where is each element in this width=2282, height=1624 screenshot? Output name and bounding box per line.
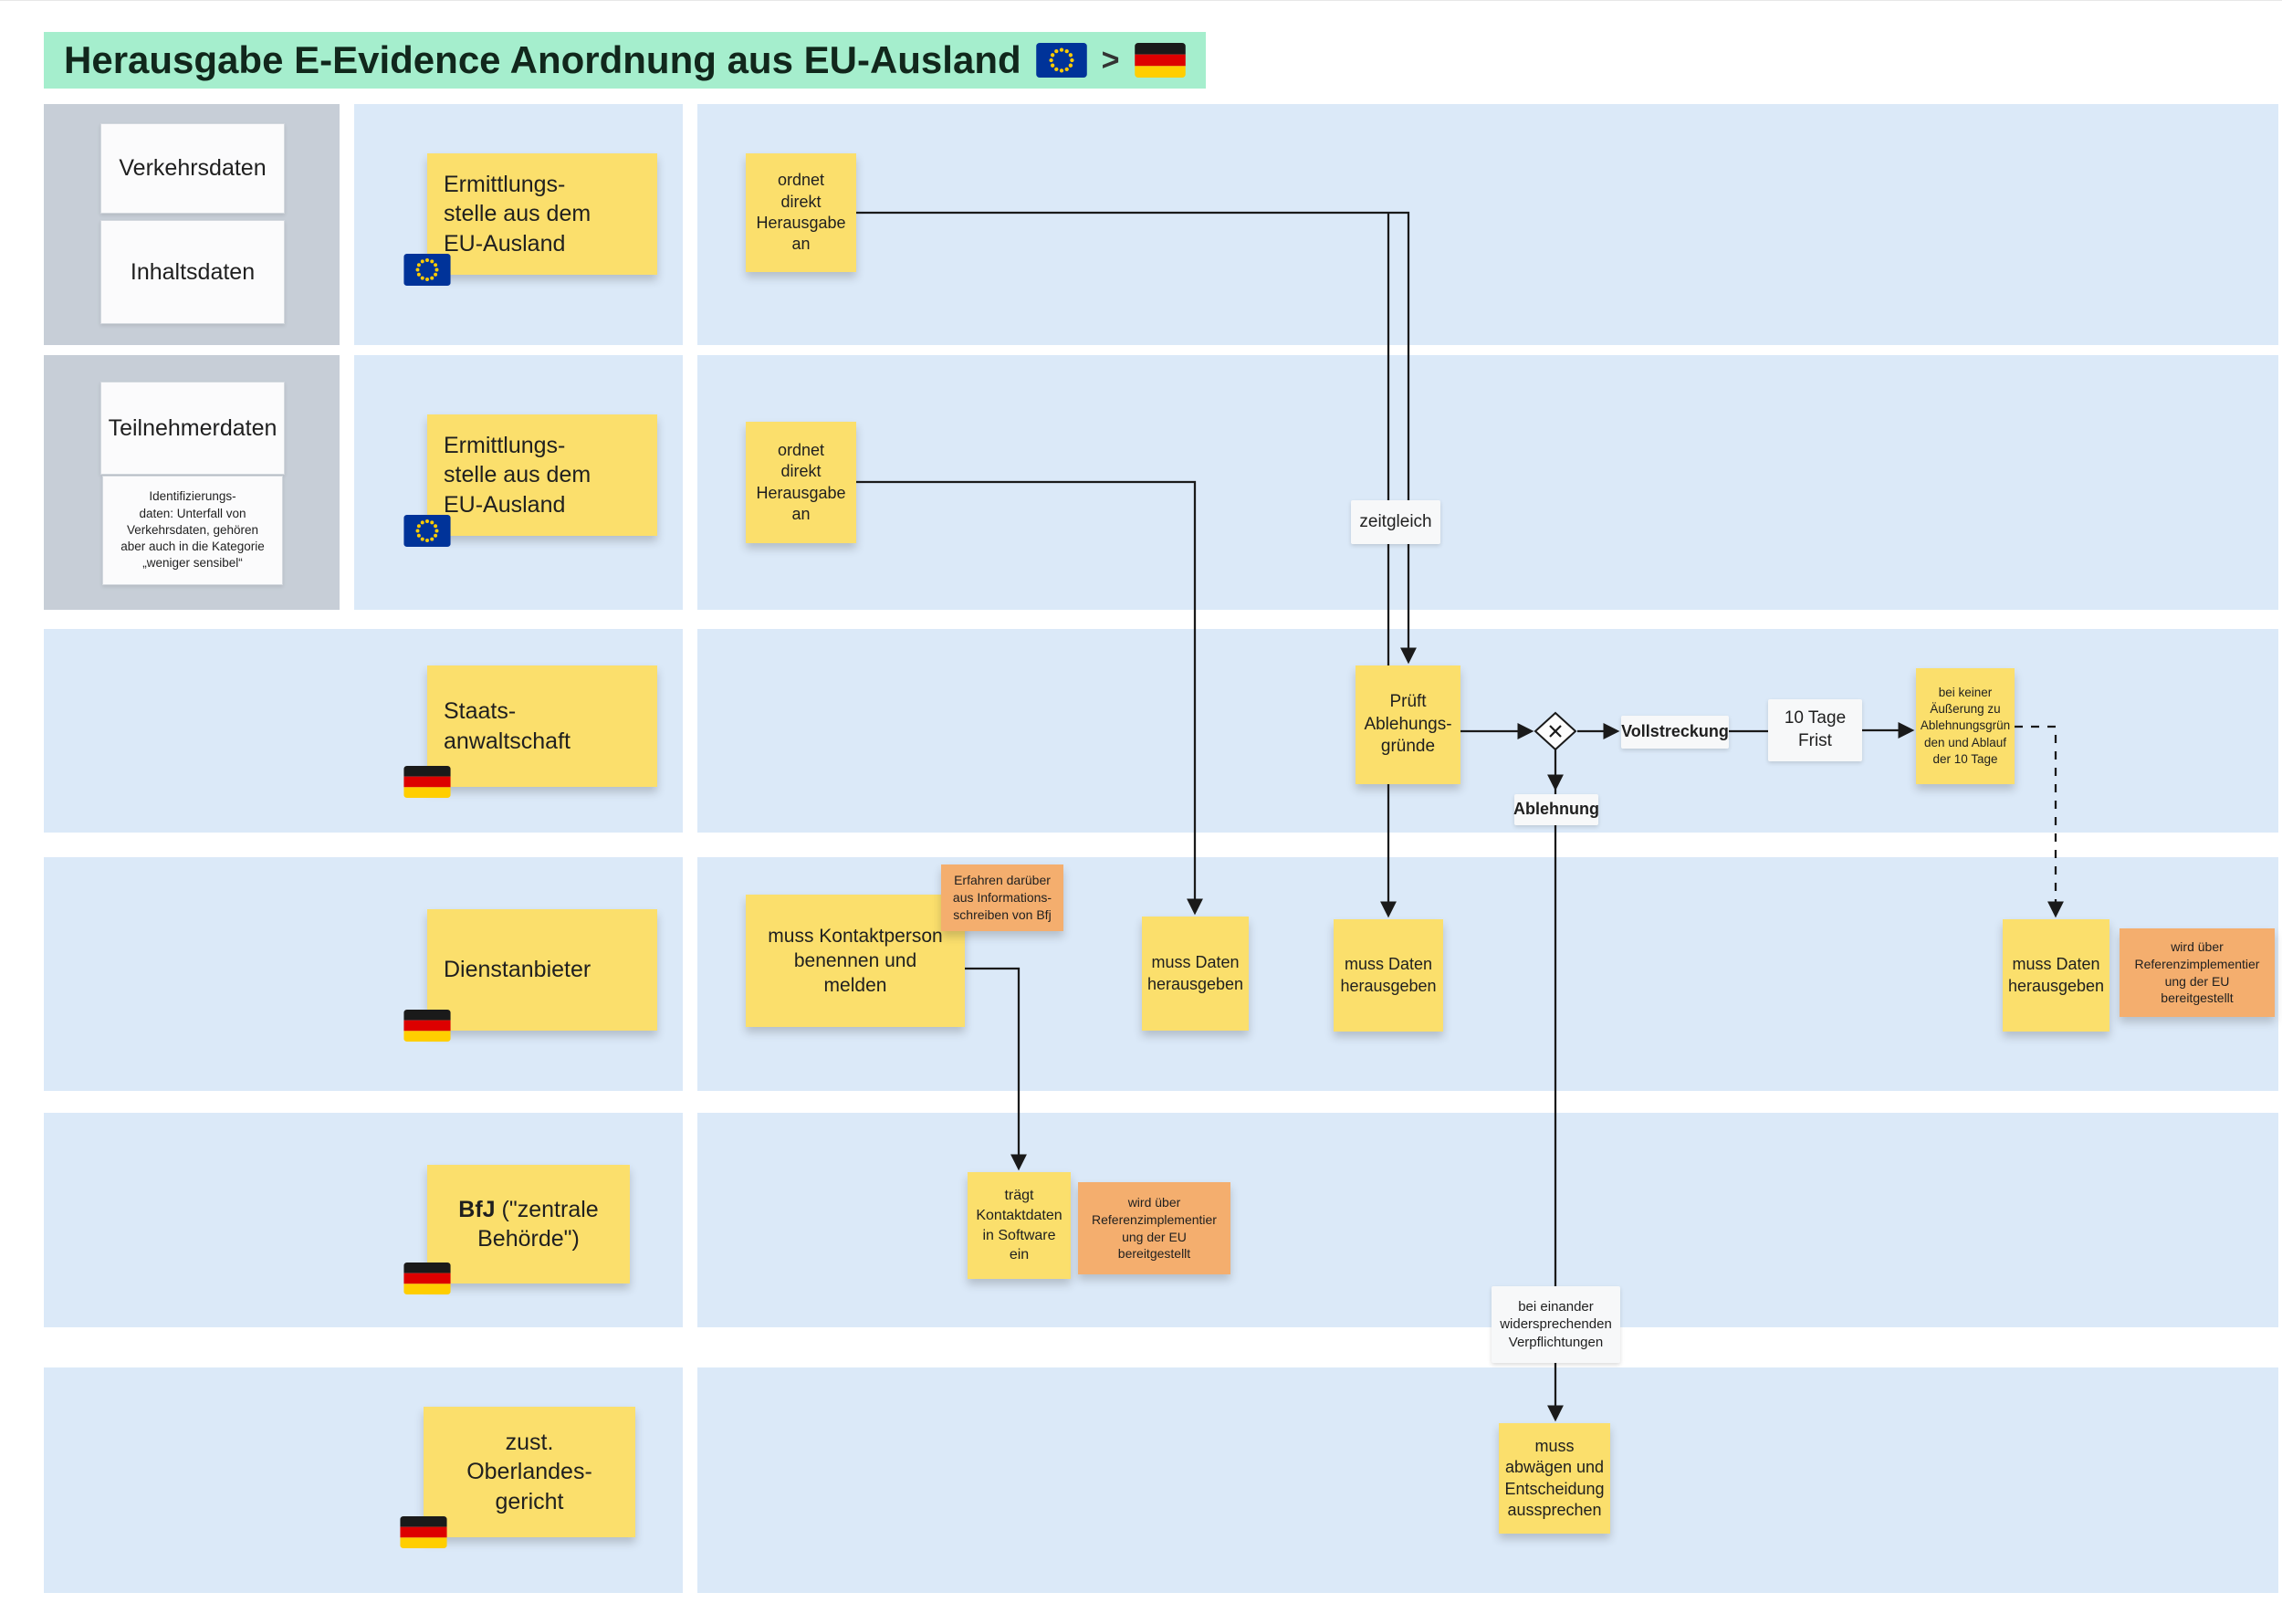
note-referenzimplementierung-2[interactable]: wird über Referenzimplementier ung der E… — [2120, 928, 2275, 1017]
sticky-text: Dienstanbieter — [444, 957, 591, 983]
actor-dienstanbieter[interactable]: Dienstanbieter — [427, 909, 657, 1031]
label-zeitgleich[interactable]: zeitgleich — [1351, 500, 1440, 544]
lane-1-main-band — [697, 104, 2278, 345]
page-title: Herausgabe E-Evidence Anordnung aus EU-A… — [44, 32, 1206, 89]
card-teilnehmerdaten[interactable]: Teilnehmerdaten — [100, 382, 285, 475]
de-flag-icon — [403, 1263, 451, 1294]
card-inhaltsdaten[interactable]: Inhaltsdaten — [100, 220, 285, 324]
lane-6-main-band — [697, 1367, 2278, 1593]
node-muss-abwaegen[interactable]: muss abwägen und Entscheidung ausspreche… — [1499, 1423, 1610, 1534]
node-ordnet-herausgabe-2[interactable]: ordnet direkt Herausgabe an — [746, 422, 856, 543]
decision-gateway[interactable] — [1534, 711, 1577, 751]
sticky-text: Staats- anwaltschaft — [444, 698, 570, 754]
node-muss-daten-herausgeben-2[interactable]: muss Daten herausgeben — [1334, 919, 1443, 1032]
node-bei-keiner-aeusserung[interactable]: bei keiner Äußerung zu Ablehnungsgrün de… — [1916, 668, 2015, 784]
eu-flag-icon — [403, 515, 451, 547]
node-muss-kontaktperson[interactable]: muss Kontaktperson benennen und melden — [746, 895, 965, 1027]
sticky-text: zust. Oberlandes- gericht — [466, 1429, 592, 1514]
sticky-text: BfJ ("zentrale Behörde") — [458, 1196, 599, 1252]
de-flag-icon — [403, 1010, 451, 1042]
node-ordnet-herausgabe-1[interactable]: ordnet direkt Herausgabe an — [746, 153, 856, 272]
note-erfahren-informationsschreiben[interactable]: Erfahren darüber aus Informations- schre… — [941, 864, 1063, 931]
sticky-text: Ermittlungs- stelle aus dem EU-Ausland — [444, 171, 591, 257]
card-verkehrsdaten[interactable]: Verkehrsdaten — [100, 123, 285, 214]
lane-5-main-band — [697, 1113, 2278, 1327]
node-muss-daten-herausgeben-3[interactable]: muss Daten herausgeben — [2003, 919, 2109, 1032]
eu-flag-icon — [403, 254, 451, 286]
actor-bfj[interactable]: BfJ ("zentrale Behörde") — [427, 1165, 630, 1283]
node-muss-daten-herausgeben-1[interactable]: muss Daten herausgeben — [1142, 917, 1249, 1031]
label-10-tage-frist[interactable]: 10 Tage Frist — [1768, 699, 1862, 761]
card-identifizierungsdaten-note[interactable]: Identifizierungs- daten: Unterfall von V… — [102, 476, 283, 585]
sticky-text: Ermittlungs- stelle aus dem EU-Ausland — [444, 432, 591, 518]
note-referenzimplementierung-1[interactable]: wird über Referenzimplementier ung der E… — [1078, 1182, 1230, 1274]
title-separator: > — [1101, 42, 1120, 78]
page-title-text: Herausgabe E-Evidence Anordnung aus EU-A… — [64, 38, 1021, 81]
actor-ermittlungsstelle-2[interactable]: Ermittlungs- stelle aus dem EU-Ausland — [427, 414, 657, 536]
de-flag-icon — [400, 1516, 447, 1548]
actor-staatsanwaltschaft[interactable]: Staats- anwaltschaft — [427, 665, 657, 787]
actor-ermittlungsstelle-1[interactable]: Ermittlungs- stelle aus dem EU-Ausland — [427, 153, 657, 275]
actor-oberlandesgericht[interactable]: zust. Oberlandes- gericht — [424, 1407, 635, 1537]
de-flag-icon — [403, 766, 451, 798]
label-vollstreckung[interactable]: Vollstreckung — [1621, 716, 1729, 749]
label-ablehnung[interactable]: Ablehnung — [1513, 794, 1599, 825]
label-widersprechende-verpflichtungen[interactable]: bei einander widersprechenden Verpflicht… — [1492, 1286, 1620, 1363]
node-traegt-kontaktdaten[interactable]: trägt Kontaktdaten in Software ein — [968, 1172, 1071, 1279]
node-prueft-ablehnungsgruende[interactable]: Prüft Ablehungs- gründe — [1356, 665, 1460, 784]
